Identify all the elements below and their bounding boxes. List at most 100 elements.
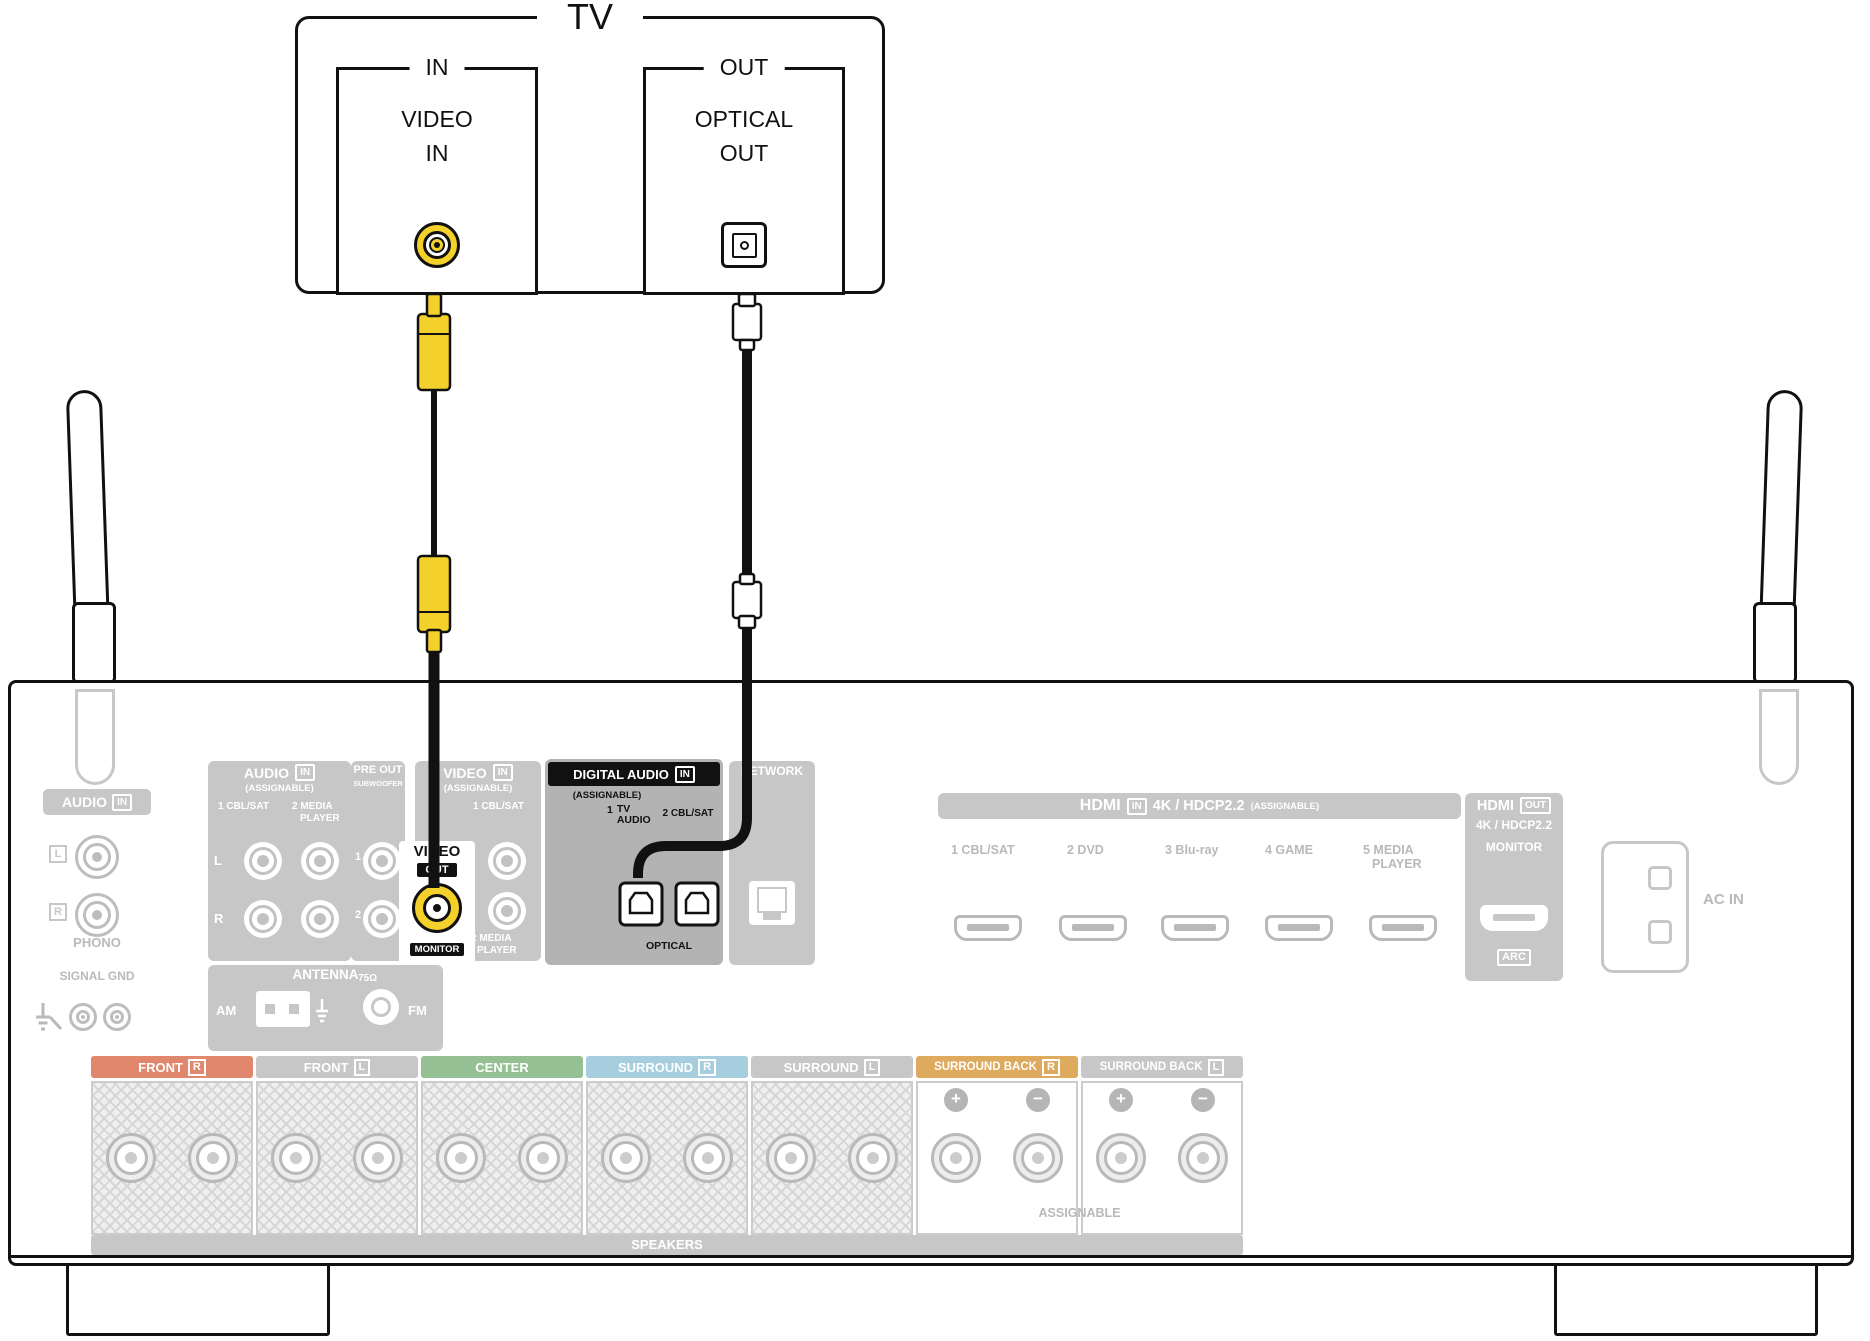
hdmi-in-spec: 4K / HDCP2.2 (1152, 798, 1245, 814)
tv-optical-jack (721, 222, 767, 268)
tv-title: TV (536, 0, 644, 39)
speaker-name: SURROUND (617, 1059, 694, 1075)
am-label: AM (216, 1003, 237, 1018)
ac-inlet-pin-top (1648, 866, 1672, 890)
hdmi-port-label-2: 2 DVD (1067, 843, 1104, 857)
optical-in-2-cblsat-jack (674, 881, 720, 927)
hdmi-port-label-5: 5 MEDIA PLAYER (1363, 843, 1422, 871)
speaker-header-front-r: FRONT R (91, 1056, 253, 1078)
video-in-input2-label-line2: PLAYER (477, 945, 517, 956)
network-header: NETWORK (741, 764, 803, 778)
subwoofer-1-jack (363, 842, 401, 880)
tv-box: TV IN VIDEO IN OUT OPTICAL OUT (295, 0, 885, 295)
speaker-terminals-surround-back-r: + − (916, 1081, 1078, 1235)
tv-video-in-label-line2: IN (425, 140, 449, 166)
optical-in-1-tv-jack (618, 881, 664, 927)
tv-optical-out-label-line2: OUT (719, 140, 769, 166)
ac-inlet (1601, 841, 1689, 973)
binding-post (601, 1133, 651, 1183)
digital-audio-block: DIGITAL AUDIO IN (ASSIGNABLE) 1 TV AUDIO… (545, 759, 723, 965)
audio-in-1-l-jack (244, 842, 282, 880)
binding-post (353, 1133, 403, 1183)
tv-video-in-panel: IN VIDEO IN (336, 54, 538, 295)
speakers-band: SPEAKERS (91, 1235, 1243, 1255)
speaker-terminals-front-l (256, 1081, 418, 1235)
speaker-terminals-surround-l (751, 1081, 913, 1235)
binding-post (1178, 1133, 1228, 1183)
digital-audio-input1-num: 1 (607, 804, 613, 816)
audio-in-assignable-label: (ASSIGNABLE) (245, 783, 314, 794)
binding-post (518, 1133, 568, 1183)
hdmi-monitor-port (1480, 905, 1548, 931)
receiver-foot-left (66, 1258, 330, 1336)
binding-post (106, 1133, 156, 1183)
fm-label: FM (408, 1003, 427, 1018)
video-in-header: VIDEO (443, 764, 487, 781)
audio-in-header: AUDIO (243, 764, 290, 781)
digital-audio-input1-label: 1 TV AUDIO (607, 804, 651, 826)
subwoofer-label: SUBWOOFER (353, 779, 403, 788)
hdmi-in-assignable: (ASSIGNABLE) (1250, 800, 1320, 812)
tv-optical-out-panel: OUT OPTICAL OUT (643, 54, 845, 295)
binding-post (848, 1133, 898, 1183)
optical-label: OPTICAL (645, 940, 693, 952)
video-in-2-jack (488, 892, 526, 930)
gnd-terminal-2 (103, 1003, 131, 1031)
digital-audio-assignable-label: (ASSIGNABLE) (572, 790, 642, 801)
audio-in-assignable-block: AUDIO IN (ASSIGNABLE) 1 CBL/SAT 2 MEDIA … (208, 761, 351, 961)
digital-audio-input1-line1: TV (616, 803, 631, 815)
binding-post (188, 1133, 238, 1183)
video-out-title: VIDEO (413, 843, 461, 860)
hdmi-in-bar: HDMI IN 4K / HDCP2.2 (ASSIGNABLE) (938, 793, 1461, 819)
pre-out-header: PRE OUT (353, 764, 403, 776)
binding-post (683, 1133, 733, 1183)
speaker-side-badge: R (698, 1058, 717, 1076)
video-in-badge: IN (492, 764, 513, 781)
audio-in-1-r-jack (244, 900, 282, 938)
speaker-header-center: CENTER (421, 1056, 583, 1078)
phono-l-label: L (49, 845, 67, 863)
phono-audio-in-badge: AUDIO IN (43, 789, 151, 815)
chassis-seam (11, 1255, 1851, 1258)
hdmi-1-label: 1 CBL/SAT (951, 843, 1015, 857)
digital-audio-in-badge: IN (674, 765, 695, 783)
hdmi-2-label: 2 DVD (1067, 843, 1104, 857)
signal-gnd-label: SIGNAL GND (59, 969, 135, 983)
phono-name: PHONO (73, 935, 121, 950)
phono-r-jack (75, 893, 119, 937)
hdmi-3-label: 3 Blu-ray (1165, 843, 1219, 857)
hdmi-port-label-4: 4 GAME (1265, 843, 1313, 857)
video-in-1-jack (488, 842, 526, 880)
speaker-terminals-front-r (91, 1081, 253, 1235)
hdmi-5-label-line1: 5 MEDIA (1363, 843, 1414, 857)
speaker-name: FRONT (303, 1059, 349, 1075)
gnd-terminal-1 (69, 1003, 97, 1031)
pre-out-block: PRE OUT SUBWOOFER 1 2 (351, 761, 405, 961)
speaker-header-surround-back-r: SURROUND BACK R (916, 1056, 1078, 1078)
am-antenna-terminal (256, 991, 310, 1027)
video-out-badge: OUT (417, 863, 457, 877)
ground-symbol-icon (36, 1003, 63, 1031)
hdmi-in-title: HDMI (1079, 797, 1121, 814)
audio-in-l-label: L (214, 853, 222, 868)
antenna-sleeve-left (72, 602, 116, 684)
audio-in-badge: IN (295, 764, 316, 781)
antenna-ground-icon (316, 999, 328, 1023)
tv-video-in-label-line1: VIDEO (401, 106, 473, 132)
phono-l-jack (75, 835, 119, 879)
hdmi-4-label: 4 GAME (1265, 843, 1313, 857)
speaker-terminals-surround-r (586, 1081, 748, 1235)
speaker-terminals-surround-back-l: + − (1081, 1081, 1243, 1235)
hdmi-out-block: HDMI OUT 4K / HDCP2.2 MONITOR ARC (1465, 793, 1563, 981)
tv-video-in-group-label: IN (409, 54, 465, 81)
audio-in-input2-label-line1: 2 MEDIA (292, 801, 333, 812)
video-in-input1-label: 1 CBL/SAT (473, 801, 524, 812)
audio-in-r-label: R (214, 911, 224, 926)
speaker-side-badge: L (1207, 1058, 1225, 1076)
speaker-side-badge: R (1041, 1058, 1060, 1076)
antenna-sleeve-right (1753, 602, 1797, 684)
digital-audio-input1-line2: AUDIO (616, 814, 651, 826)
ethernet-port (749, 881, 795, 925)
phono-in-badge: IN (112, 793, 133, 811)
